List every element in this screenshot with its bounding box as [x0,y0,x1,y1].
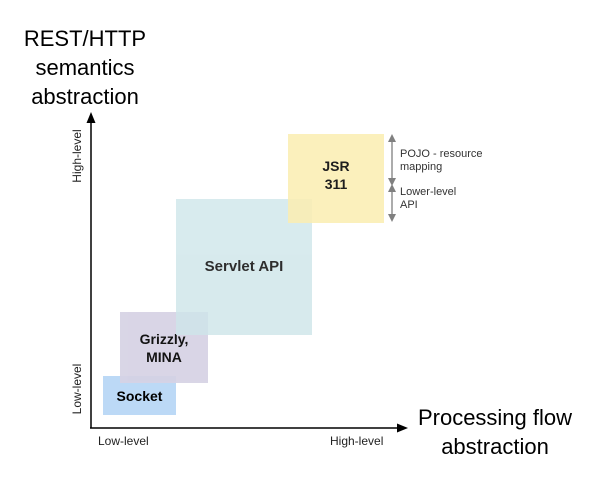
servlet-api-label: Servlet API [204,258,284,275]
x-axis-title-line-1: Processing flow [417,405,573,430]
pojo-bracket-top-arrow [388,134,396,142]
x-axis-title-line-2: abstraction [441,434,549,459]
y-axis-title: REST/HTTP semantics abstraction [10,24,160,111]
lower-bracket-top-arrow [388,184,396,192]
x-axis-arrowhead [397,423,408,433]
lower-level-annotation-line-1: Lower-level [400,186,457,198]
grizzly-label-line-2: MINA [146,348,182,365]
pojo-annotation: POJO - resource mapping [400,148,483,174]
lower-level-annotation-line-2: API [400,199,418,211]
x-high-label: High-level [330,434,384,448]
lower-level-annotation: Lower-level API [400,186,456,212]
socket-label: Socket [116,387,163,404]
lower-bracket-bottom-arrow [388,214,396,222]
y-axis-title-line-1: REST/HTTP [23,26,147,51]
jsr-311-box: JSR 311 [288,134,384,223]
pojo-bracket-bottom-arrow [388,178,396,186]
y-axis-arrowhead [86,112,96,123]
x-low-label: Low-level [98,434,149,448]
pojo-annotation-line-2: mapping [400,161,443,173]
jsr-label-line-2: 311 [324,175,348,192]
pojo-annotation-line-1: POJO - resource [400,148,483,160]
y-axis-title-line-3: abstraction [31,84,139,109]
y-axis-title-line-2: semantics [35,55,135,80]
x-axis-title: Processing flow abstraction [400,403,590,461]
jsr-label-line-1: JSR [322,157,350,174]
